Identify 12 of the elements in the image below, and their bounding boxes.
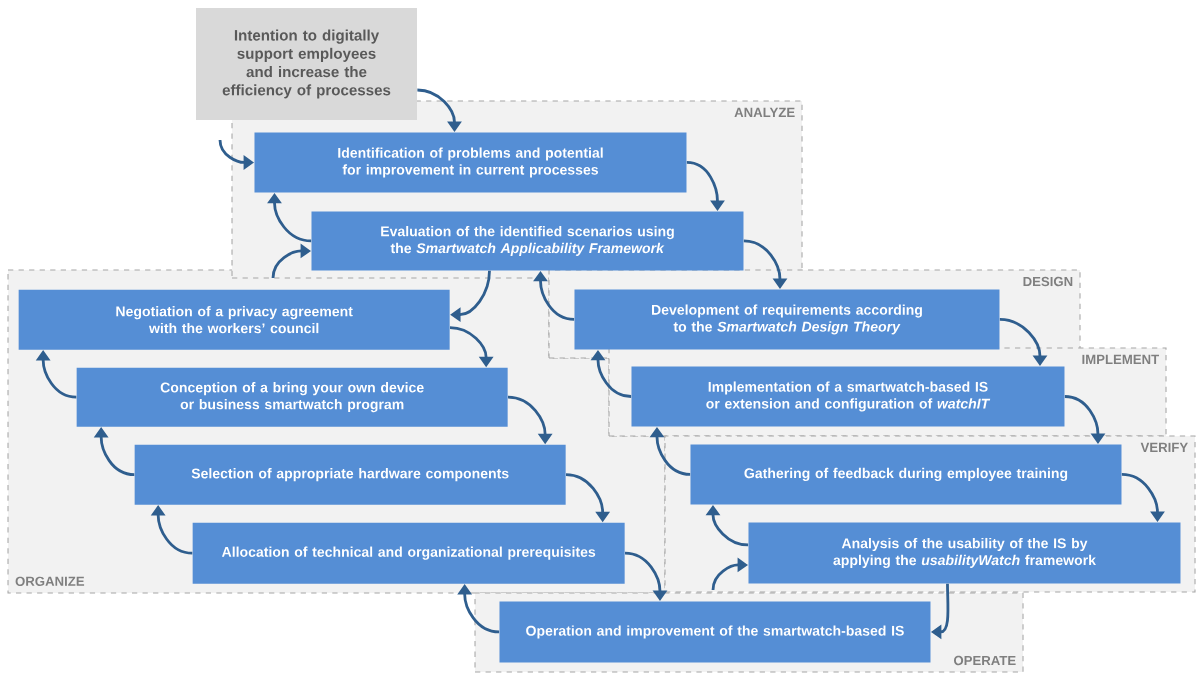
start-box: Intention to digitally support employees and increase the efficiency of processes xyxy=(196,8,417,120)
step-box: Evaluation of the identified scenarios using the Smartwatch Applicability Framework xyxy=(311,211,744,271)
step-box: Selection of appropriate hardware components xyxy=(134,444,566,505)
step-box: Analysis of the usability of the IS by applying the usabilityWatch framework xyxy=(748,522,1181,584)
step-box: Negotiation of a privacy agreement with the workers’ council xyxy=(18,289,450,350)
step-box: Allocation of technical and organizational prerequisites xyxy=(192,522,625,584)
step-box: Development of requirements according to the Smartwatch Design Theory xyxy=(574,289,1000,350)
step-box: Gathering of feedback during employee training xyxy=(690,444,1122,505)
step-box: Identification of problems and potential for improvement in current processes xyxy=(254,132,687,193)
step-box: Operation and improvement of the smartwatch-based IS xyxy=(499,601,931,663)
step-box: Implementation of a smartwatch-based IS or extension and configuration of watchIT xyxy=(631,366,1065,427)
step-box: Conception of a bring your own device or business smartwatch program xyxy=(76,367,508,427)
